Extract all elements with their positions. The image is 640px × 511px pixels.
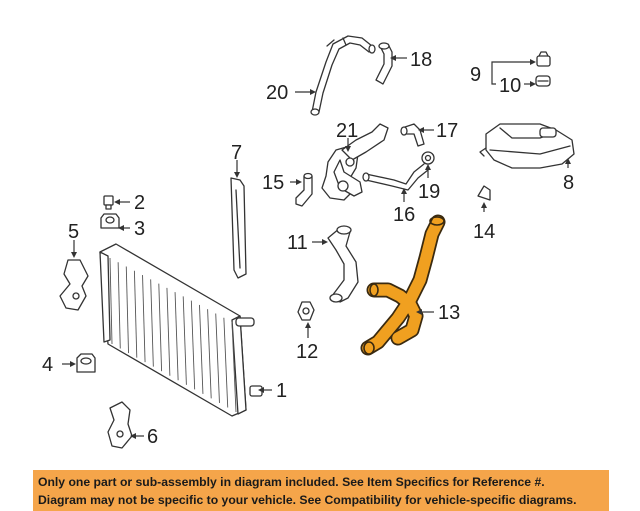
callout-3: 3 — [134, 218, 145, 240]
part-12-clamp — [297, 301, 315, 321]
radiator-fin — [174, 292, 179, 381]
part-5-bracket — [59, 259, 89, 311]
callout-7: 7 — [231, 142, 242, 164]
part-11-hose — [327, 225, 359, 303]
radiator-fin — [142, 275, 146, 363]
part-19-clamp — [421, 151, 435, 165]
part-20-coolant-pipe — [310, 35, 376, 116]
part-21-housing — [321, 123, 389, 201]
callout-11: 11 — [287, 232, 308, 254]
disclaimer-line-2: Diagram may not be specific to your vehi… — [38, 493, 577, 507]
callout-12: 12 — [296, 341, 318, 363]
radiator-fin — [109, 257, 113, 345]
callout-8: 8 — [563, 172, 574, 194]
callout-4: 4 — [42, 354, 53, 376]
part-3-mount — [100, 213, 120, 229]
part-15-hose — [295, 172, 313, 207]
callout-16: 16 — [393, 204, 415, 226]
radiator-fin — [150, 279, 154, 367]
part-14-clip — [477, 185, 491, 201]
callout-18: 18 — [410, 49, 432, 71]
disclaimer-banner: Only one part or sub-assembly in diagram… — [33, 470, 609, 511]
radiator-fin — [182, 296, 187, 385]
radiator-fin — [207, 309, 212, 399]
radiator-fin — [223, 317, 229, 408]
radiator-fin — [133, 270, 138, 358]
radiator-fin — [125, 266, 129, 354]
callout-10: 10 — [499, 75, 521, 97]
part-8-expansion-tank — [479, 123, 575, 169]
callout-20: 20 — [266, 82, 288, 104]
part-2-bolt — [103, 195, 114, 210]
radiator-fin — [117, 262, 121, 349]
callout-5: 5 — [68, 221, 79, 243]
radiator-fin — [166, 287, 171, 376]
callout-6: 6 — [147, 426, 158, 448]
part-10-cap — [535, 75, 551, 87]
leader-lines — [62, 55, 571, 439]
part-1-radiator — [99, 243, 263, 417]
callout-17: 17 — [436, 120, 458, 142]
part-9-cap — [536, 51, 551, 67]
part-17-hose — [400, 123, 425, 147]
callout-15: 15 — [262, 172, 284, 194]
radiator-fin — [215, 313, 220, 403]
part-13-hose-highlighted — [360, 214, 446, 356]
part-4-mount — [76, 353, 96, 373]
disclaimer-line-1: Only one part or sub-assembly in diagram… — [38, 475, 545, 489]
callout-labels: 18 20 9 10 21 17 7 15 19 8 16 2 3 5 14 1… — [42, 49, 574, 448]
callout-1: 1 — [276, 380, 287, 402]
radiator-fin — [231, 321, 237, 413]
callout-21: 21 — [336, 120, 358, 142]
part-18-hose — [375, 42, 393, 85]
callout-19: 19 — [418, 181, 440, 203]
callout-9: 9 — [470, 64, 481, 86]
callout-2: 2 — [134, 192, 145, 214]
radiator-fin — [190, 300, 196, 390]
part-16-pipe — [362, 163, 429, 191]
callout-14: 14 — [473, 221, 495, 243]
callout-13: 13 — [438, 302, 460, 324]
part-6-bracket — [107, 401, 133, 449]
part-7-seal — [230, 177, 247, 279]
radiator-fin — [158, 283, 163, 372]
radiator-fin — [199, 304, 204, 394]
